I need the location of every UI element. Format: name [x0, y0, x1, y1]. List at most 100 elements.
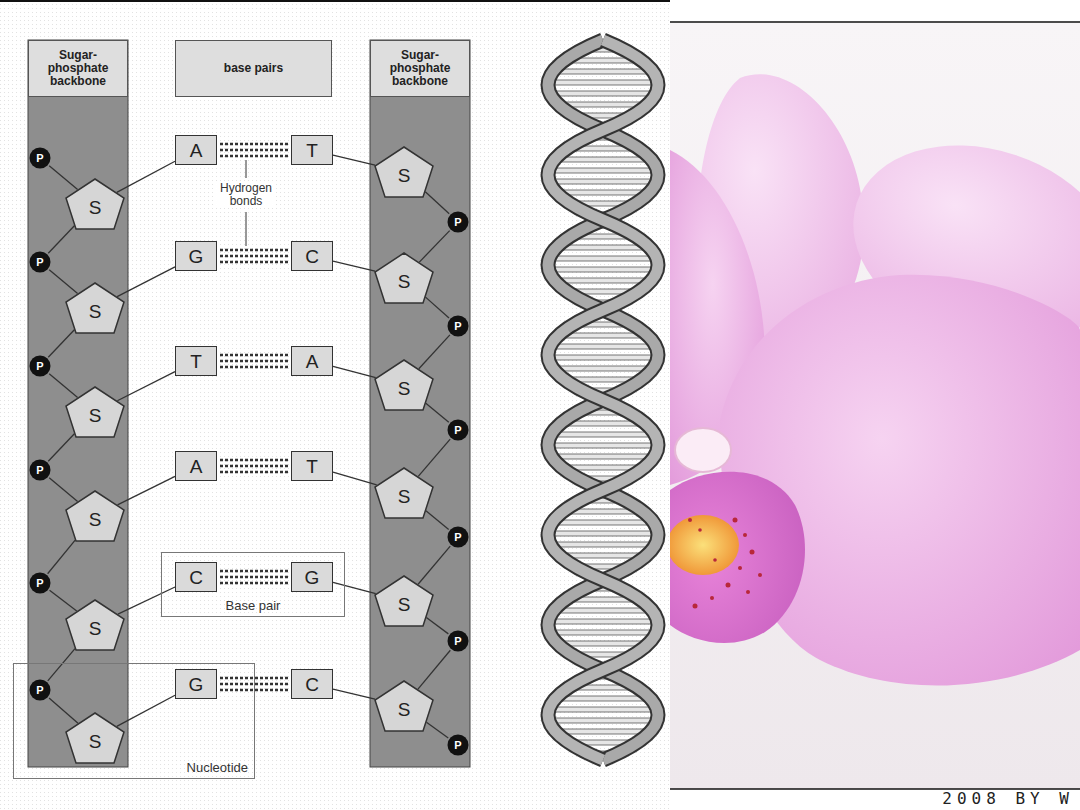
sugar-label: S [398, 595, 411, 614]
hydrogen-bond [220, 571, 288, 583]
bond-line [117, 695, 175, 726]
backbone-columns [28, 40, 470, 767]
bond-line [333, 689, 375, 699]
base-letter: C [305, 675, 319, 694]
pentagon-outline [375, 360, 433, 410]
double-helix [536, 36, 672, 764]
phosphate-circle: P [29, 251, 51, 273]
base-letter: A [190, 141, 203, 160]
base-box: G [175, 241, 217, 271]
phosphate-circle: P [29, 459, 51, 481]
phosphate-label: P [454, 740, 461, 751]
circle-fill [30, 252, 51, 273]
pentagon-outline [375, 147, 433, 197]
circle-fill [448, 316, 469, 337]
bond-line [425, 192, 449, 214]
phosphate-label: P [454, 636, 461, 647]
sugar-label: S [89, 406, 102, 425]
base-letter: T [190, 352, 202, 371]
circle-fill [448, 420, 469, 441]
bond-line [419, 231, 449, 262]
phosphate-label: P [36, 685, 43, 696]
bond-line [48, 226, 74, 254]
bond-line [333, 155, 375, 165]
base-box: A [175, 451, 217, 481]
header-box: Sugar- phosphate backbone [370, 40, 470, 97]
phosphate-circle: P [447, 630, 469, 652]
phosphate-label: P [36, 465, 43, 476]
circle-fill [448, 527, 469, 548]
bond-line [426, 403, 449, 422]
pentagon-outline [66, 179, 124, 229]
sugar-label: S [89, 619, 102, 638]
pentagon-outline [66, 491, 124, 541]
diagram-ground [0, 0, 670, 810]
bond-line [48, 540, 76, 574]
bond-line [418, 439, 450, 476]
bond-line [418, 650, 450, 689]
bond-line [50, 590, 77, 611]
group-box: NucleotidePSG [14, 664, 254, 778]
phosphate-label: P [454, 532, 461, 543]
base-letter: A [306, 352, 319, 371]
phosphate-circle: P [447, 315, 469, 337]
phosphate-label: P [454, 321, 461, 332]
bond-line [49, 166, 77, 190]
base-box: T [175, 346, 217, 376]
bond-line [48, 434, 74, 462]
annotation-label: Hydrogen bonds [216, 182, 276, 208]
circle-fill [448, 212, 469, 233]
bond-line [426, 618, 448, 634]
orchid-photo [670, 23, 1080, 789]
base-letter: G [189, 675, 204, 694]
circle-fill [30, 356, 51, 377]
circle-fill [30, 680, 51, 701]
header-box: base pairs [175, 40, 332, 97]
phosphate-label: P [36, 257, 43, 268]
sugar-pentagon: S [374, 146, 434, 198]
phosphate-label: P [454, 425, 461, 436]
bond-line [117, 372, 175, 401]
base-letter: T [306, 141, 318, 160]
bond-line [426, 511, 449, 530]
header-box: Sugar- phosphate backbone [28, 40, 128, 97]
phosphate-circle: P [447, 211, 469, 233]
circle-fill [448, 735, 469, 756]
frame-line [0, 0, 670, 2]
sugar-label: S [89, 302, 102, 321]
bond-line [48, 330, 74, 358]
sugar-pentagon: S [65, 599, 125, 651]
pentagon-outline [66, 387, 124, 437]
circle-fill [448, 631, 469, 652]
base-letter: C [305, 247, 319, 266]
pentagon-outline [66, 713, 124, 763]
watermark: 2008 BY W [942, 790, 1074, 808]
bond-line [117, 161, 175, 192]
bond-line [118, 476, 175, 504]
bond-line [333, 261, 375, 271]
phosphate-label: P [454, 217, 461, 228]
bond-line [49, 374, 77, 398]
phosphate-circle: P [29, 147, 51, 169]
sugar-pentagon: S [65, 282, 125, 334]
base-letter: T [306, 457, 318, 476]
sugar-label: S [89, 510, 102, 529]
bond-line [49, 478, 77, 502]
base-letter: G [189, 247, 204, 266]
header-text: Sugar- phosphate backbone [378, 49, 462, 88]
base-box: A [175, 135, 217, 165]
sugar-pentagon: S [374, 575, 434, 627]
base-letter: G [305, 568, 320, 587]
photo-frame-line [670, 21, 1080, 23]
group-label: Base pair [162, 598, 344, 613]
sugar-label: S [89, 732, 102, 751]
phosphate-circle: P [29, 679, 51, 701]
sugar-pentagon: S [65, 712, 125, 764]
phosphate-label: P [36, 153, 43, 164]
base-box: A [291, 346, 333, 376]
sugar-label: S [398, 166, 411, 185]
base-box: G [291, 562, 333, 592]
